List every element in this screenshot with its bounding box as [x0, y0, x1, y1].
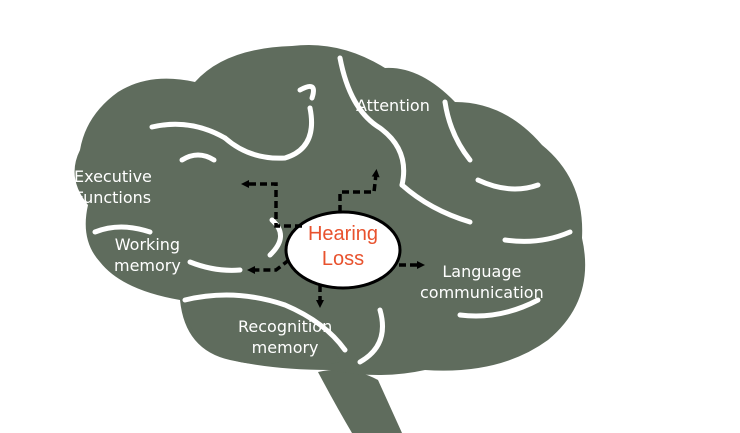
arrow-to-attention	[338, 169, 380, 212]
arrow-to-executive	[241, 180, 302, 228]
label-language-line-2: communication	[420, 283, 544, 302]
label-executive-line-2: Functions	[74, 188, 152, 207]
label-language-line-1: Language	[442, 262, 522, 281]
hearing-loss-line-1: Hearing	[307, 223, 379, 245]
label-attention-line-1: Attention	[356, 96, 430, 115]
hearing-loss-ellipse	[284, 210, 402, 290]
label-executive-line-1: Executive	[74, 167, 152, 186]
label-recognition-line-2: memory	[251, 338, 319, 357]
label-working-memory: Working memory	[114, 234, 181, 276]
arrows	[241, 169, 425, 308]
hearing-loss-line-2: Loss	[321, 248, 365, 270]
brain-stem	[318, 369, 402, 433]
label-attention: Attention	[356, 95, 430, 116]
label-working-line-1: Working	[114, 235, 181, 254]
label-language-communication: Language communication	[420, 261, 544, 303]
hearing-loss-label: Hearing Loss	[288, 222, 398, 272]
label-recognition-memory: Recognition memory	[238, 316, 332, 358]
brain-cerebellum	[182, 294, 340, 367]
label-executive-functions: Executive Functions	[74, 166, 152, 208]
arrow-to-working	[247, 258, 291, 274]
brain-folds	[92, 55, 573, 365]
label-working-line-2: memory	[114, 256, 181, 275]
label-recognition-line-1: Recognition	[238, 317, 333, 336]
